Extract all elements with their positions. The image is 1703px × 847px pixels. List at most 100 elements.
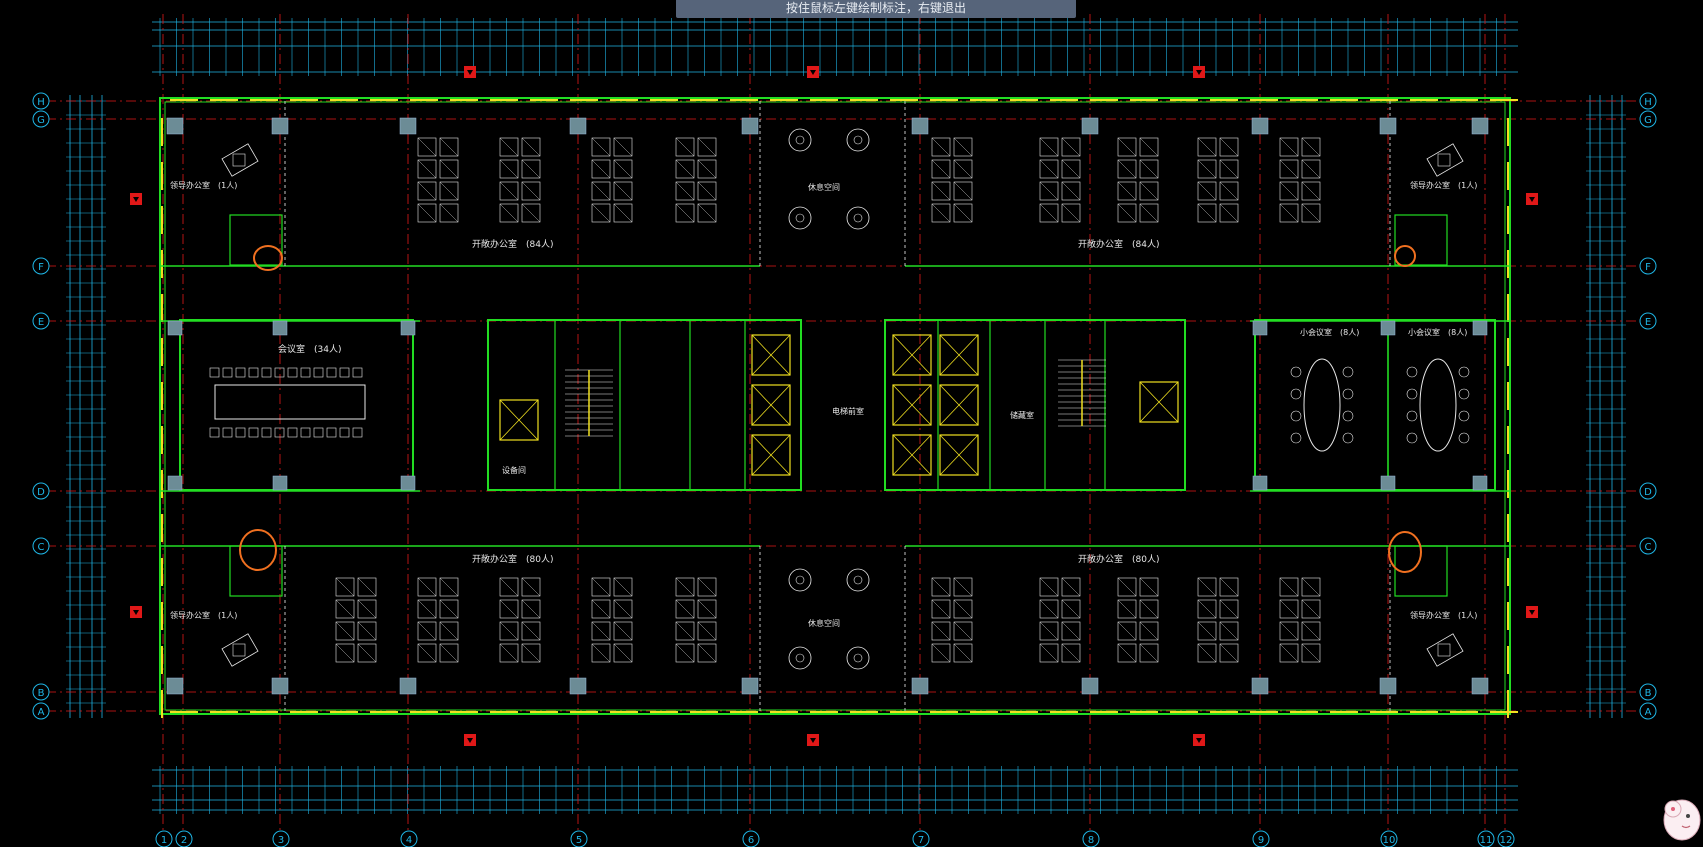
dimension-lines (66, 18, 1626, 814)
workstation-detail (1279, 577, 1299, 597)
workstation (1279, 577, 1299, 597)
workstation-detail (931, 599, 951, 619)
meeting-chair (1406, 366, 1418, 378)
workstation (335, 643, 355, 663)
room-label-meeting-small-1: 小会议室 (8人) (1300, 327, 1359, 337)
axis-bubble-row-right (1639, 92, 1657, 110)
workstation (1219, 181, 1239, 201)
workstation-detail (417, 203, 437, 223)
workstation-detail (1301, 643, 1321, 663)
axis-bubble-row-right (1639, 312, 1657, 330)
workstation-detail (1139, 181, 1159, 201)
structural-column (1379, 677, 1397, 695)
workstation-detail (591, 203, 611, 223)
workstation-detail (613, 159, 633, 179)
workstation (1117, 159, 1137, 179)
workstation (417, 577, 437, 597)
workstation (335, 599, 355, 619)
workstation (675, 621, 695, 641)
structural-column (1379, 117, 1397, 135)
executive-chair (232, 643, 246, 657)
workstation-detail (1117, 181, 1137, 201)
meeting-chair (1290, 366, 1302, 378)
workstation (439, 599, 459, 619)
workstation (931, 643, 951, 663)
room-label-storage: 储藏室 (1010, 410, 1034, 420)
room-label-open-tl: 开敞办公室 (84人) (472, 238, 553, 250)
workstation-detail (1219, 159, 1239, 179)
conference-table (214, 384, 366, 420)
axis-bubble-row-right (1639, 257, 1657, 275)
meeting-chair (1458, 366, 1470, 378)
lift-shaft (499, 399, 539, 441)
workstation (1061, 137, 1081, 157)
workstation (1197, 181, 1217, 201)
workstation (591, 577, 611, 597)
conference-chair (248, 427, 259, 438)
workstation-detail (591, 577, 611, 597)
room-label-open-tr: 开敞办公室 (84人) (1078, 238, 1159, 250)
structural-column (166, 117, 184, 135)
assistant-mascot-icon[interactable] (1658, 782, 1702, 842)
workstation (613, 159, 633, 179)
room-label-open-bl: 开敞办公室 (80人) (472, 553, 553, 565)
workstation-detail (675, 159, 695, 179)
conference-chair (222, 427, 233, 438)
workstation (1117, 577, 1137, 597)
annotation-marks (130, 66, 1538, 746)
section-marker-arrow (133, 197, 139, 202)
room-label-leader-br: 领导办公室 (1人) (1410, 610, 1477, 620)
workstation-detail (1301, 181, 1321, 201)
executive-chair (1437, 153, 1451, 167)
lift-shaft (892, 434, 932, 476)
axis-bubble-row-label-right: H (1644, 97, 1652, 108)
workstation (499, 621, 519, 641)
meeting-chair (1342, 410, 1354, 422)
structural-column (1472, 320, 1488, 336)
workstation (675, 181, 695, 201)
workstation (1279, 159, 1299, 179)
workstation (613, 621, 633, 641)
axis-bubble-column-label: 6 (748, 835, 754, 846)
workstation (1279, 181, 1299, 201)
conference-chair (326, 427, 337, 438)
workstation (1039, 137, 1059, 157)
workstation-detail (1301, 577, 1321, 597)
section-marker-arrow (1529, 197, 1535, 202)
workstation-detail (953, 621, 973, 641)
meeting-chair (1290, 388, 1302, 400)
workstation-detail (1197, 203, 1217, 223)
axis-bubble-row-right (1639, 537, 1657, 555)
workstation (499, 137, 519, 157)
workstation (1197, 599, 1217, 619)
workstation (1039, 159, 1059, 179)
workstation-detail (439, 181, 459, 201)
workstation (613, 643, 633, 663)
room-label-leader-tl: 领导办公室 (1人) (170, 180, 237, 190)
workstation-detail (1117, 203, 1137, 223)
workstation (953, 181, 973, 201)
workstation-detail (613, 181, 633, 201)
meeting-chair (1458, 410, 1470, 422)
workstation (439, 203, 459, 223)
workstation-detail (953, 577, 973, 597)
axis-bubble-row-left (32, 257, 50, 275)
workstation (417, 599, 437, 619)
lift-shaft (751, 434, 791, 476)
workstation (1197, 203, 1217, 223)
workstation-detail (697, 599, 717, 619)
workstation (1139, 203, 1159, 223)
conference-chair (274, 367, 285, 378)
structural-column (271, 117, 289, 135)
workstation (357, 621, 377, 641)
workstation (357, 599, 377, 619)
workstation (591, 181, 611, 201)
lounge-table (795, 213, 805, 223)
lounge-table (853, 135, 863, 145)
workstation (1139, 577, 1159, 597)
workstation-detail (499, 203, 519, 223)
workstation-detail (521, 599, 541, 619)
conference-chair (300, 367, 311, 378)
workstation-detail (499, 159, 519, 179)
